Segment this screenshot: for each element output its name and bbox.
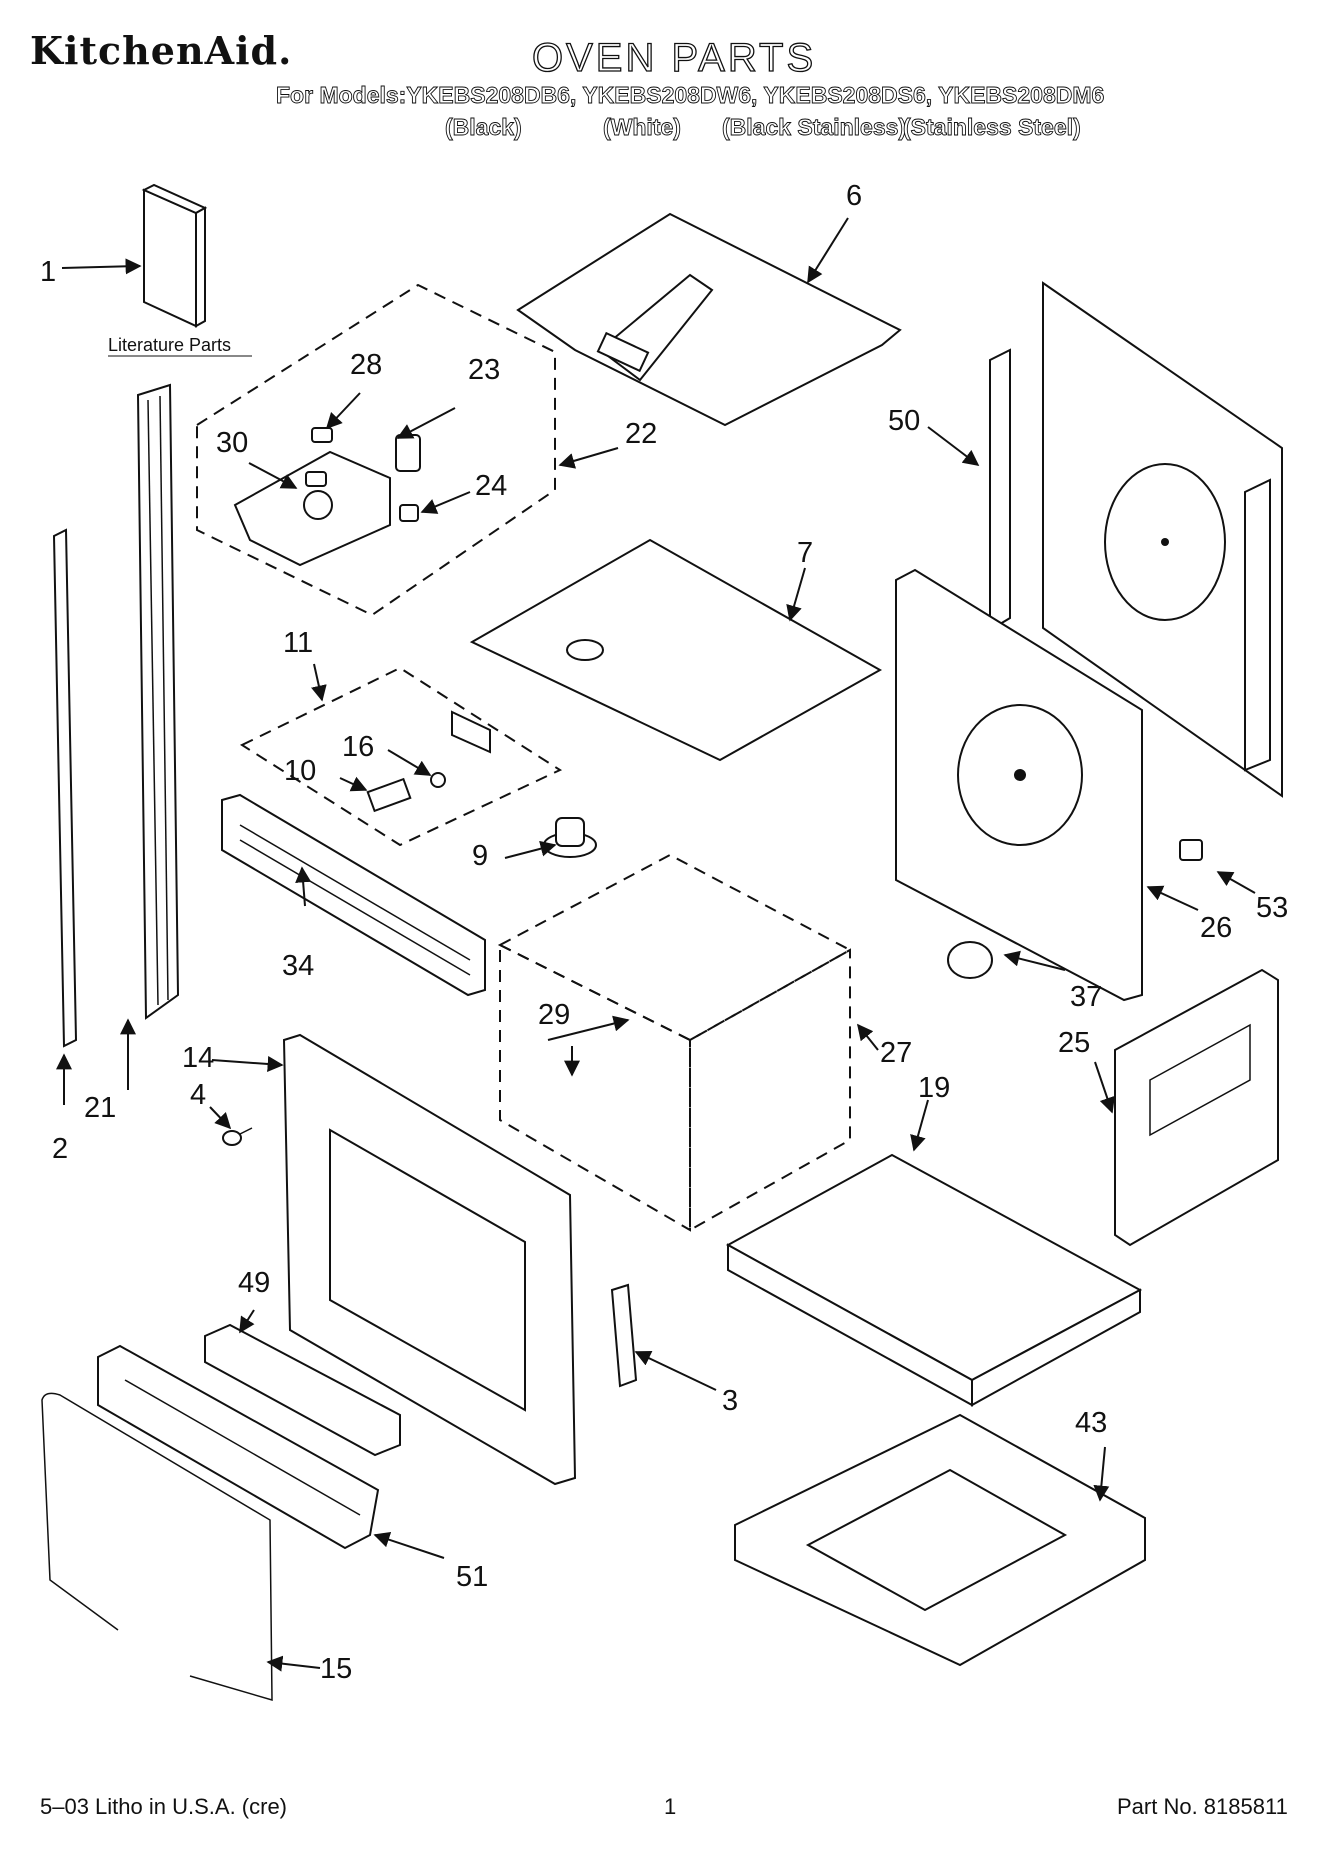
- callout-7: 7: [797, 537, 813, 569]
- callout-51: 51: [456, 1561, 488, 1593]
- part-21-side-trim: [136, 383, 180, 1020]
- callout-14: 14: [182, 1042, 214, 1074]
- color-black: (Black): [445, 114, 523, 141]
- callout-29: 29: [538, 999, 570, 1031]
- part-7-oven-top: [469, 538, 883, 762]
- callout-24: 24: [475, 470, 507, 502]
- page-title: OVEN PARTS: [531, 35, 817, 80]
- models-line: For Models:YKEBS208DB6, YKEBS208DW6, YKE…: [276, 82, 1105, 109]
- callout-1: 1: [40, 256, 56, 288]
- callout-30: 30: [216, 427, 248, 459]
- color-white: (White): [603, 114, 682, 141]
- color-black-stainless: (Black Stainless): [722, 114, 907, 141]
- part-11-light-group: [239, 666, 563, 847]
- part-37-gasket-ring: [947, 941, 993, 979]
- part-50-rear-panel: [989, 281, 1283, 798]
- part-2-rod: [52, 528, 78, 1048]
- callout-50: 50: [888, 405, 920, 437]
- part-4-screw: [222, 1127, 253, 1146]
- kitchenaid-logo: KitchenAid.: [30, 28, 293, 73]
- callout-21: 21: [84, 1092, 116, 1124]
- part-19-bottom-tray: [725, 1153, 1143, 1407]
- callout-3: 3: [722, 1385, 738, 1417]
- callout-15: 15: [320, 1653, 352, 1685]
- literature-parts-book: Literature Parts: [108, 183, 252, 357]
- part-3-bracket: [610, 1283, 638, 1388]
- part-49-trim-strip: [204, 1323, 401, 1457]
- part-22-control-group: [196, 283, 556, 617]
- callout-16: 16: [342, 731, 374, 763]
- callout-27: 27: [880, 1037, 912, 1069]
- footer-part-number: Part No. 8185811: [1117, 1794, 1288, 1819]
- callout-53: 53: [1256, 892, 1288, 924]
- callout-37: 37: [1070, 981, 1102, 1013]
- color-stainless-steel: (Stainless Steel): [903, 114, 1082, 141]
- part-14-front-frame: [282, 1033, 577, 1486]
- callout-9: 9: [472, 840, 488, 872]
- callout-11: 11: [283, 627, 313, 659]
- part-6-top-panel: [516, 212, 902, 427]
- callout-25: 25: [1058, 1027, 1090, 1059]
- part-25-side-panel: [1114, 968, 1279, 1247]
- footer-page-number: 1: [664, 1794, 677, 1819]
- part-15-door-gasket: [41, 1392, 273, 1702]
- callout-19: 19: [918, 1072, 950, 1104]
- part-26-rear-bracket: [895, 568, 1143, 1002]
- callout-34: 34: [282, 950, 314, 982]
- callout-6: 6: [846, 180, 862, 212]
- literature-label: Literature Parts: [108, 335, 231, 355]
- callout-4: 4: [190, 1079, 206, 1111]
- callout-22: 22: [625, 418, 657, 450]
- callout-28: 28: [350, 349, 382, 381]
- footer-litho: 5–03 Litho in U.S.A. (cre): [40, 1794, 288, 1819]
- part-53-clip: [1179, 839, 1203, 861]
- part-9-fan-motor: [543, 817, 597, 858]
- part-34-vent-grille: [221, 793, 486, 997]
- callout-10: 10: [284, 755, 316, 787]
- callout-2: 2: [52, 1133, 68, 1165]
- part-51-vent-trim: [97, 1344, 380, 1550]
- callout-26: 26: [1200, 912, 1232, 944]
- callout-49: 49: [238, 1267, 270, 1299]
- part-43-bottom-pan: [734, 1413, 1146, 1667]
- part-27-oven-cavity: [497, 853, 853, 1232]
- callout-43: 43: [1075, 1407, 1107, 1439]
- callout-23: 23: [468, 354, 500, 386]
